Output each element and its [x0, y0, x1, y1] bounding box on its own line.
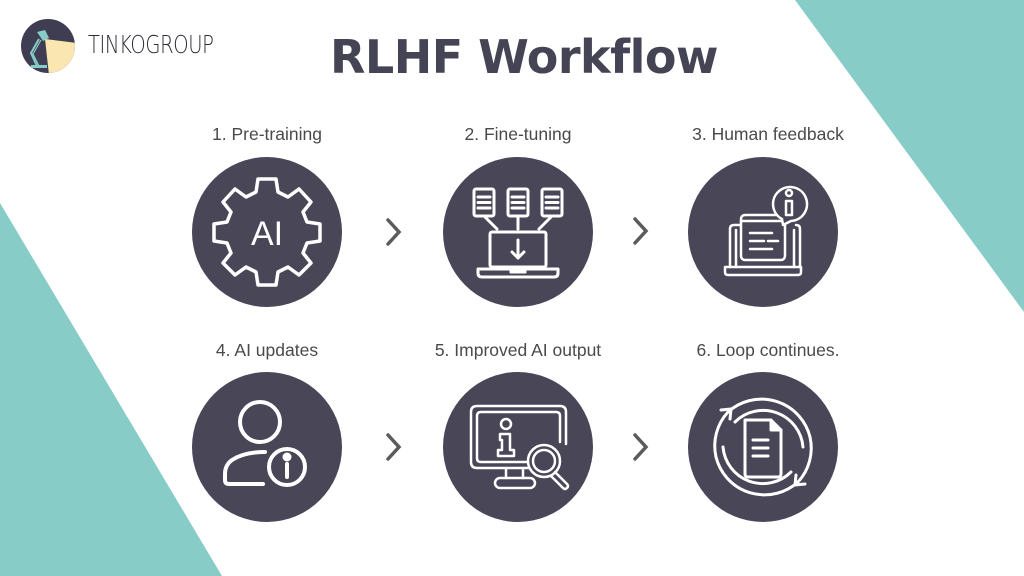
brand-name: TINKOGROUP: [88, 30, 214, 59]
step-label-5: 5. Improved AI output: [434, 340, 602, 360]
step-label-4: 4. AI updates: [215, 340, 319, 360]
step-label-6: 6. Loop continues.: [696, 340, 840, 360]
chevron-right-icon: [386, 433, 402, 461]
step-circle-5: [443, 372, 593, 522]
ai-text: AI: [251, 215, 283, 253]
user-info-icon: [223, 400, 307, 487]
step-circle-1: AI: [192, 157, 342, 307]
page-title: RLHF Workflow: [329, 30, 719, 84]
teal-triangle-top-right: [795, 0, 1024, 312]
step-circle-3: [688, 157, 838, 307]
monitor-info-search-icon: [469, 404, 570, 491]
document-loop-icon: [713, 397, 813, 497]
ai-gear-icon: AI: [212, 177, 322, 287]
step-circle-2: [443, 157, 593, 307]
step-label-3: 3. Human feedback: [692, 124, 844, 144]
documents-to-laptop-icon: [472, 187, 564, 279]
step-circle-4: [192, 372, 342, 522]
laptop-info-feedback-icon: [723, 185, 809, 277]
teal-triangle-bottom-left: [0, 203, 222, 576]
step-label-1: 1. Pre-training: [212, 124, 322, 144]
chevron-right-icon: [633, 433, 649, 461]
desk-lamp-logo-icon: [21, 19, 75, 73]
step-circle-6: [688, 372, 838, 522]
chevron-right-icon: [386, 218, 402, 246]
chevron-right-icon: [633, 217, 649, 245]
step-label-2: 2. Fine-tuning: [464, 124, 572, 144]
